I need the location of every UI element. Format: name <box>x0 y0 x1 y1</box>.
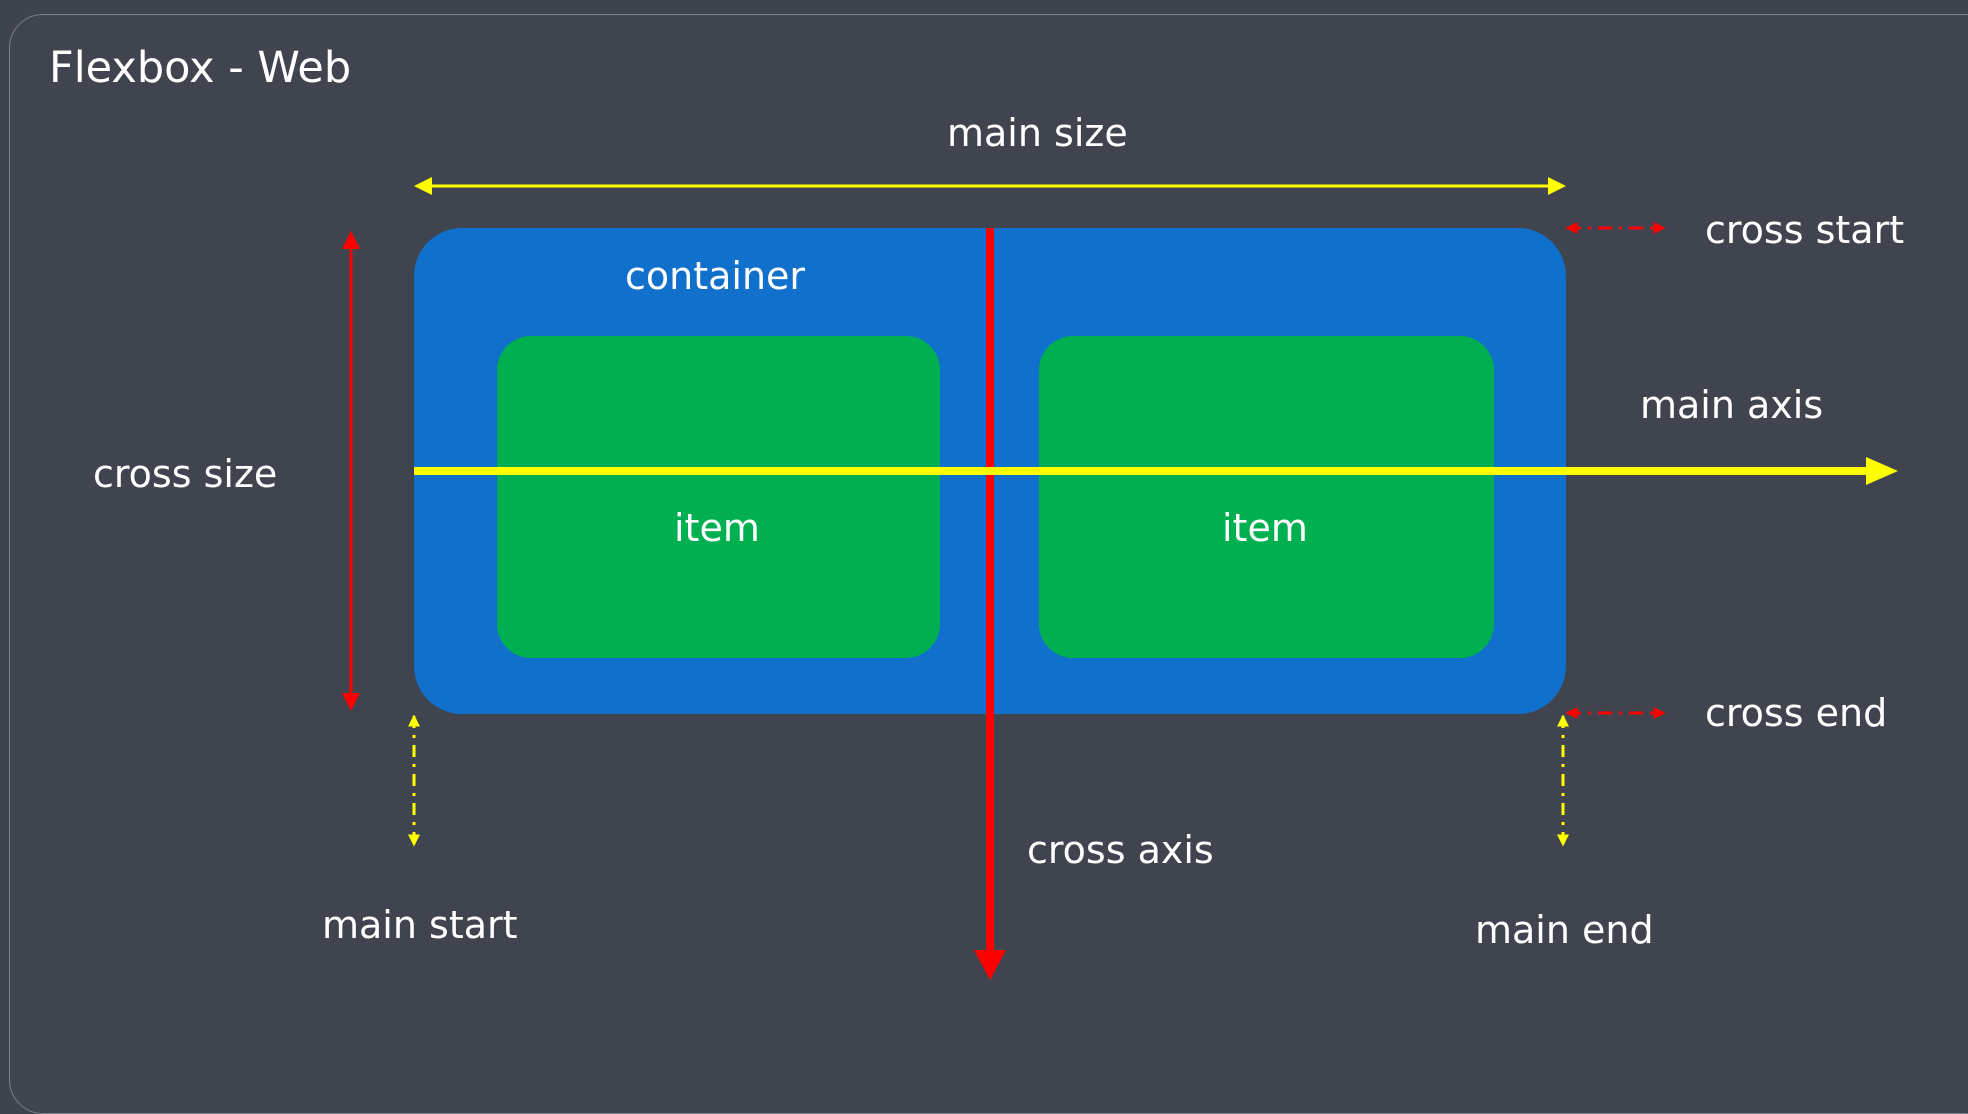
cross-size-label: cross size <box>93 452 278 496</box>
main-start-label: main start <box>322 903 518 947</box>
slide-title: Flexbox - Web <box>49 43 352 93</box>
container-label: container <box>625 254 806 298</box>
flex-item-2-label: item <box>1222 506 1308 550</box>
main-axis-arrowhead <box>1866 457 1898 485</box>
main-end-label: main end <box>1475 908 1654 952</box>
axis-arrows <box>342 177 1898 980</box>
cross-axis-label: cross axis <box>1027 828 1214 872</box>
cross-axis-arrowhead <box>974 950 1006 980</box>
main-size-label: main size <box>947 111 1128 155</box>
cross-end-label: cross end <box>1705 691 1888 735</box>
cross-start-label: cross start <box>1705 208 1905 252</box>
flex-item-1 <box>497 336 940 658</box>
flex-item-1-label: item <box>674 506 760 550</box>
flex-item-2 <box>1039 336 1494 658</box>
main-axis-label: main axis <box>1640 383 1824 427</box>
